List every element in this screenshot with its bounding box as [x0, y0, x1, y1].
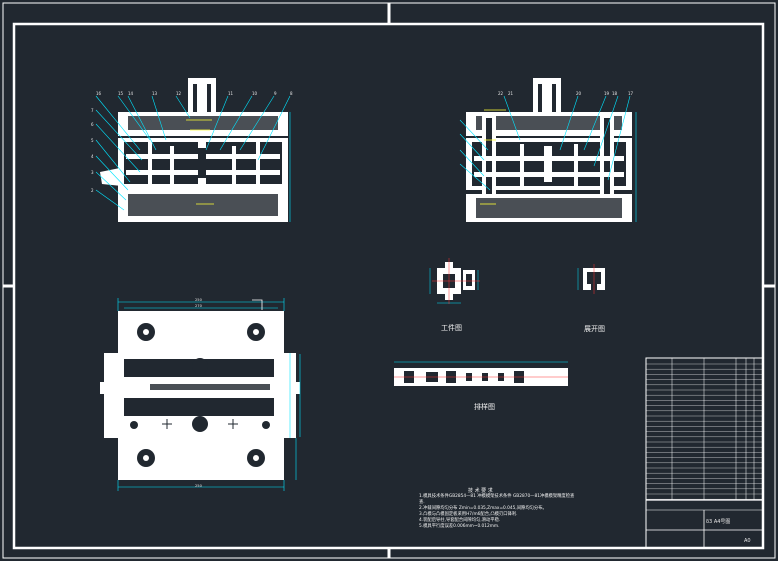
workpiece-label: 工件图	[441, 324, 462, 332]
requirement-line: 1.模具技术条件GB2854—81 冲模模架技术条件 GB2870—81冲模模架…	[419, 494, 575, 499]
svg-text:22: 22	[498, 91, 504, 96]
svg-text:20: 20	[576, 91, 582, 96]
svg-text:14: 14	[128, 91, 134, 96]
blank-detail	[577, 264, 605, 294]
svg-text:10: 10	[252, 91, 258, 96]
title-block-sheet: A0	[744, 538, 751, 544]
svg-text:16: 16	[96, 91, 102, 96]
plan-view	[100, 298, 301, 491]
side-section-view	[459, 78, 637, 222]
title-block-spec: δ3 A4号图	[706, 519, 731, 525]
side-view-part-numbers: 22 21 20 19 18 17	[498, 91, 634, 96]
workpiece-detail	[429, 258, 480, 304]
svg-text:11: 11	[228, 91, 234, 96]
svg-text:7: 7	[91, 108, 94, 113]
svg-text:13: 13	[152, 91, 158, 96]
requirement-line: 3.凸模与凸模固定板采用H7/m6配合,凸模刃口锋利.	[419, 512, 518, 517]
svg-text:15: 15	[118, 91, 124, 96]
dimension-text: 250	[195, 484, 202, 488]
title-block	[645, 357, 764, 549]
front-section-view	[95, 78, 291, 222]
requirement-line: 2.冲裁间隙均匀分布 Zmin=0.035,Zmax=0.045,间隙均匀分布。	[419, 506, 547, 511]
requirement-line: 4.装配后导柱,导套配合间隙均匀,滑动平稳.	[419, 518, 501, 523]
svg-text:19: 19	[604, 91, 610, 96]
dimension-text: 270	[195, 304, 202, 308]
requirement-line: 5.模具平行度误差0.006mm~0.012mm.	[419, 524, 500, 529]
svg-text:3: 3	[91, 170, 94, 175]
strip-layout	[394, 361, 568, 386]
svg-text:2: 2	[91, 188, 94, 193]
dimension-text: 250	[195, 298, 202, 302]
svg-text:8: 8	[290, 91, 293, 96]
strip-layout-label: 排样图	[474, 403, 495, 411]
svg-text:12: 12	[176, 91, 182, 96]
front-view-part-numbers: 16 15 14 13 12 11 10 9 8 7 6 5 4 3 2	[91, 91, 293, 193]
svg-text:4: 4	[91, 154, 94, 159]
svg-text:5: 5	[91, 138, 94, 143]
requirements-heading: 技 术 要 求	[468, 488, 493, 494]
svg-text:21: 21	[508, 91, 514, 96]
blank-label: 展开图	[584, 325, 605, 333]
svg-text:6: 6	[91, 122, 94, 127]
svg-text:17: 17	[628, 91, 634, 96]
requirement-line: 查.	[419, 500, 425, 505]
svg-text:9: 9	[274, 91, 277, 96]
svg-text:18: 18	[612, 91, 618, 96]
